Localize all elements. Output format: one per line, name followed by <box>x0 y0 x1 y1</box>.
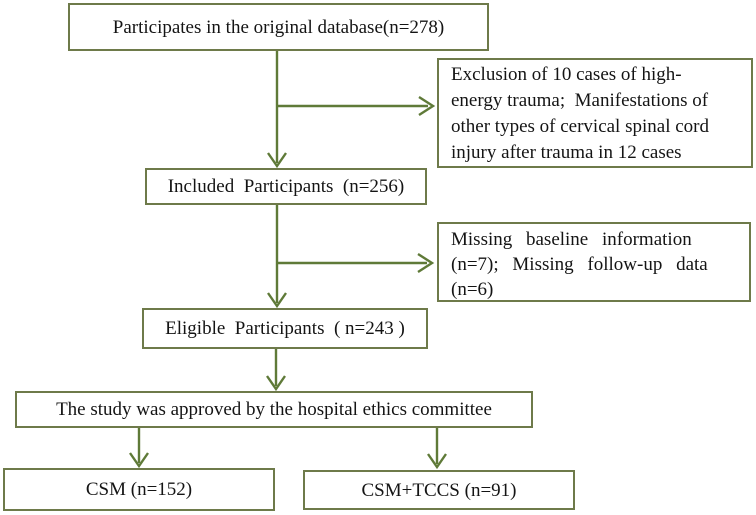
node-exclusion-criteria: Exclusion of 10 cases of high- energy tr… <box>437 58 753 168</box>
node-ethics-approval: The study was approved by the hospital e… <box>15 391 533 428</box>
arrow-included-to-eligible-icon <box>267 205 287 309</box>
arrow-eligible-to-ethics-icon <box>266 349 286 392</box>
node-missing-line: (n=7); Missing follow-up data <box>451 254 708 275</box>
arrow-ethics-to-csm-tccs-icon <box>427 428 447 470</box>
node-exclusion-line: energy trauma; Manifestations of <box>451 90 709 111</box>
arrow-branch-to-exclusion-icon <box>277 95 436 117</box>
arrow-original-to-included-icon <box>267 51 287 169</box>
node-missing-line: (n=6) <box>451 279 494 300</box>
node-original-database: Participates in the original database(n=… <box>68 3 489 51</box>
node-eligible-participants: Eligible Participants ( n=243 ) <box>142 308 428 349</box>
arrow-ethics-to-csm-icon <box>129 428 149 469</box>
node-missing-data: Missing baseline information (n=7); Miss… <box>437 222 751 302</box>
node-csm-tccs-group-label: CSM+TCCS (n=91) <box>361 479 517 501</box>
node-csm-group: CSM (n=152) <box>3 468 275 511</box>
arrow-branch-to-missing-icon <box>277 252 435 274</box>
node-exclusion-line: Exclusion of 10 cases of high- <box>451 64 682 85</box>
node-included-participants: Included Participants (n=256) <box>145 168 427 205</box>
node-original-database-label: Participates in the original database(n=… <box>112 16 445 38</box>
node-csm-tccs-group: CSM+TCCS (n=91) <box>303 470 575 510</box>
node-eligible-participants-label: Eligible Participants ( n=243 ) <box>165 318 405 339</box>
node-exclusion-line: injury after trauma in 12 cases <box>451 142 682 163</box>
node-ethics-approval-label: The study was approved by the hospital e… <box>56 399 492 420</box>
node-exclusion-line: other types of cervical spinal cord <box>451 116 709 137</box>
node-missing-line: Missing baseline information <box>451 229 692 250</box>
node-included-participants-label: Included Participants (n=256) <box>167 176 405 197</box>
node-csm-group-label: CSM (n=152) <box>85 479 193 500</box>
